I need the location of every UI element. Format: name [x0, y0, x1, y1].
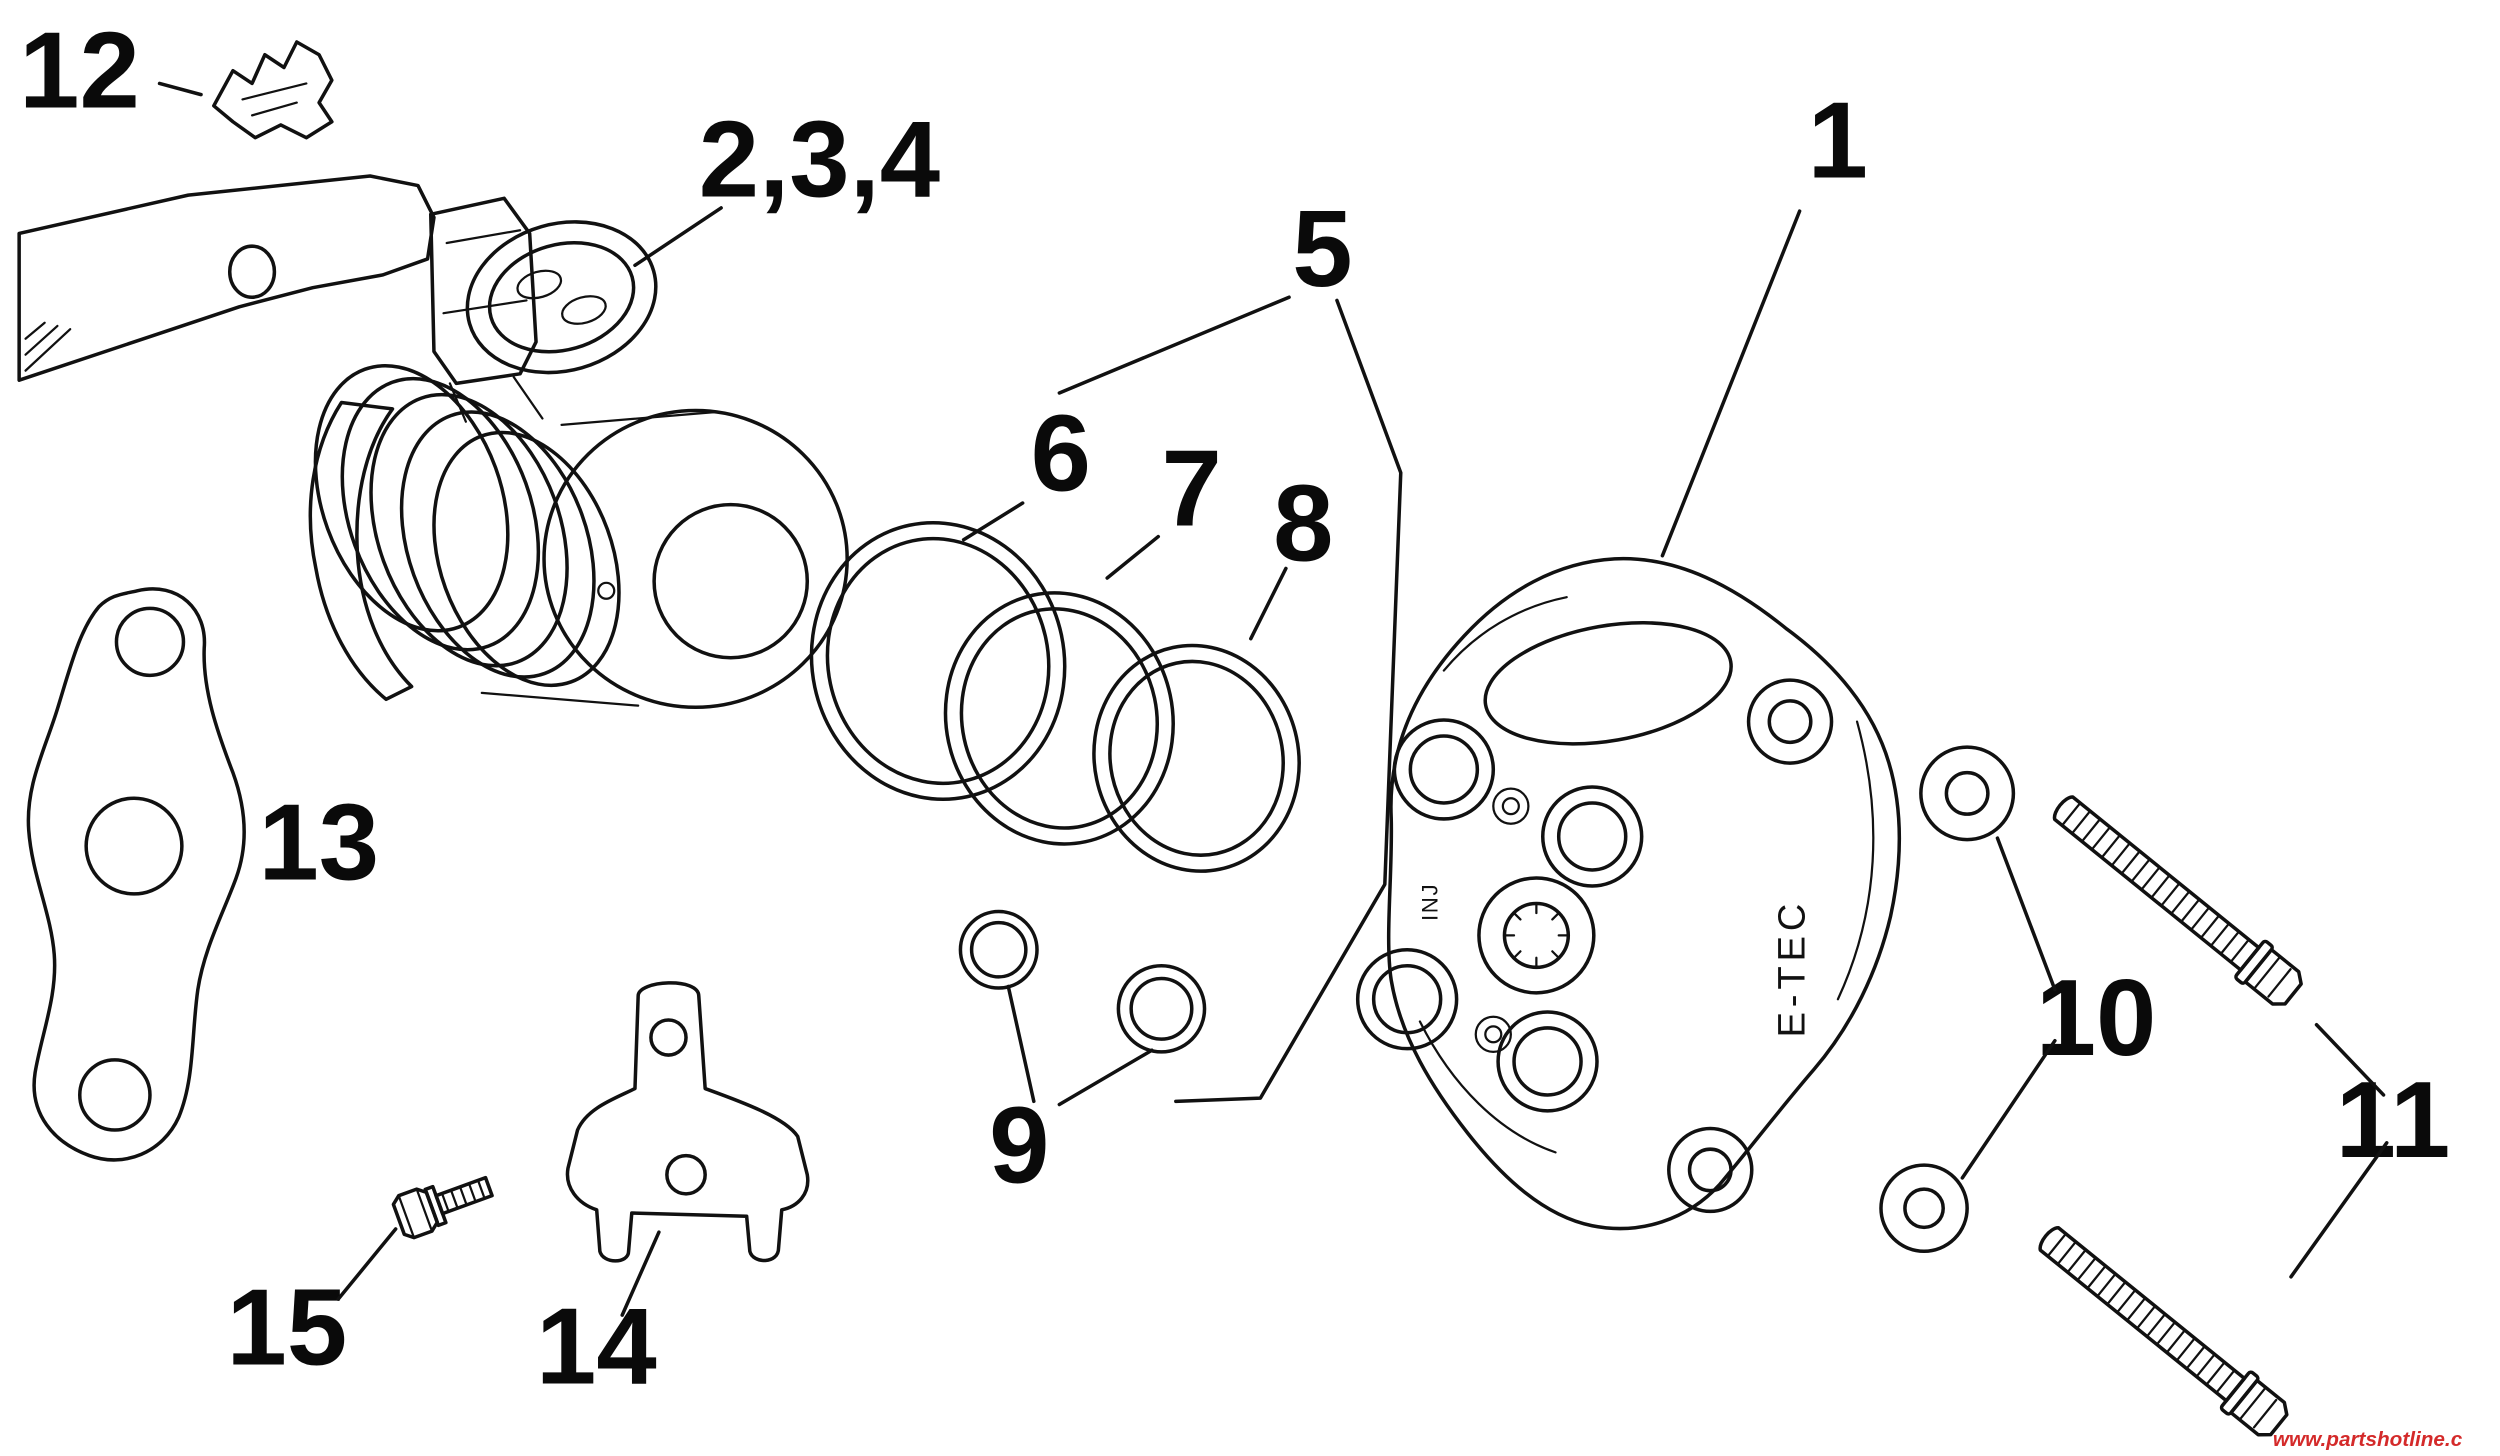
gasket-plate-part: [26, 587, 246, 1162]
callout-13-label: 13: [258, 782, 379, 903]
leader-line-7: [1105, 534, 1161, 580]
fuel-injector-assembly: [308, 196, 849, 710]
brand-marking-text: E-TEC: [1770, 899, 1813, 1038]
injector-port: [1355, 948, 1459, 1051]
callout-11-label: 11: [2336, 1059, 2451, 1180]
oring-9a: [958, 909, 1039, 990]
injector-port: [1392, 718, 1496, 821]
injector-cover-part: E-TEC INJ: [1355, 556, 1902, 1231]
injector-port: [1496, 1010, 1599, 1113]
leader-line-9b: [1057, 1048, 1154, 1107]
leader-line-234: [633, 206, 723, 268]
leader-line-15: [336, 1227, 398, 1301]
watermark-text: www.partshotline.c: [2273, 1428, 2463, 1451]
oring-9b: [1116, 963, 1207, 1054]
mounting-arm-bracket: [17, 174, 436, 382]
mounting-ear: [1746, 678, 1834, 765]
leader-line-1: [1660, 209, 1802, 558]
callout-1-label: 1: [1808, 80, 1868, 201]
callout-8-label: 8: [1273, 462, 1333, 583]
leader-line-10b: [1960, 1038, 2057, 1180]
callout-234-label: 2,3,4: [699, 99, 940, 220]
callout-10-label: 10: [2036, 957, 2157, 1078]
oring-7: [943, 591, 1175, 846]
callout-5-label: 5: [1292, 188, 1352, 309]
callout-7-label: 7: [1161, 427, 1221, 548]
bolt-11b: [2028, 1215, 2296, 1446]
callouts: 12 2,3,4 5 6 7 8 1 9 10 11 13 14 15: [19, 9, 2450, 1406]
callout-15-label: 15: [227, 1267, 348, 1388]
splined-hub: [1477, 876, 1596, 995]
leader-line-6: [961, 501, 1025, 542]
leader-line-11a: [2314, 1022, 2386, 1097]
injector-port: [1541, 785, 1644, 888]
callout-12-label: 12: [19, 9, 140, 130]
hex-screw-part: [391, 1175, 494, 1240]
stamped-bracket-part: [565, 981, 810, 1263]
leader-line-8: [1249, 566, 1288, 641]
callout-14-label: 14: [536, 1286, 657, 1407]
washer-10a: [1919, 745, 2016, 842]
callout-6-label: 6: [1031, 392, 1091, 513]
leader-line-12: [157, 81, 203, 97]
leader-line-11b: [2289, 1141, 2389, 1279]
retainer-clip-part: [212, 40, 334, 140]
oring-8: [1092, 643, 1301, 873]
mounting-plate-outline: [1057, 295, 1403, 1104]
mounting-ear: [1667, 1126, 1754, 1214]
leader-line-14: [620, 1230, 661, 1317]
side-marking-text: INJ: [1417, 883, 1442, 921]
washer-10b: [1879, 1163, 1969, 1254]
callout-9-label: 9: [989, 1085, 1049, 1206]
oring-6: [809, 520, 1067, 802]
leader-line-9a: [1006, 984, 1036, 1104]
leader-line-10a: [1995, 836, 2057, 992]
